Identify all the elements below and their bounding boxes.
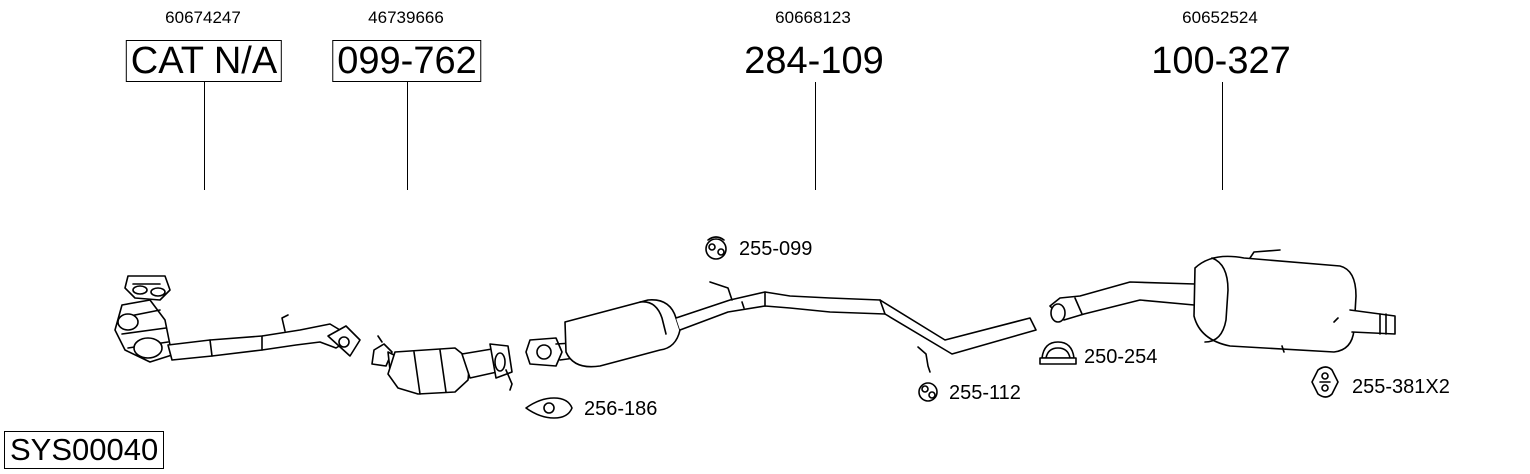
oem-number-middle-silencer: 60668123 (775, 8, 851, 27)
leader-line-catalyst-front (204, 82, 205, 190)
leader-line-middle-silencer (815, 82, 816, 190)
gasket-icon (525, 397, 573, 419)
leader-line-catalyst (407, 82, 408, 190)
rubber-hanger-icon (705, 236, 727, 260)
accessory-label-gasket[interactable]: 256-186 (584, 398, 658, 420)
part-number-rear-silencer[interactable]: 100-327 (1151, 40, 1291, 82)
clamp-icon (1039, 341, 1077, 365)
accessory-label-clamp[interactable]: 250-254 (1084, 346, 1158, 368)
accessory-label-hanger-rear[interactable]: 255-112 (949, 382, 1021, 404)
middle-silencer-drawing[interactable] (525, 281, 1037, 373)
leader-line-rear-silencer (1222, 82, 1223, 190)
rear-silencer-drawing[interactable] (1049, 249, 1396, 353)
accessory-label-mounting-rubber[interactable]: 255-381X2 (1352, 376, 1450, 398)
mounting-rubber-icon (1311, 366, 1339, 398)
oem-number-catalyst-front: 60674247 (165, 8, 241, 27)
rubber-hanger-icon (918, 382, 938, 402)
oem-number-catalyst: 46739666 (368, 8, 444, 27)
accessory-label-hanger-middle[interactable]: 255-099 (739, 238, 813, 260)
catalyst-drawing[interactable] (371, 335, 513, 395)
part-number-catalyst-front[interactable]: CAT N/A (125, 40, 283, 82)
system-code: SYS00040 (4, 431, 165, 469)
oem-number-rear-silencer: 60652524 (1182, 8, 1258, 27)
part-number-middle-silencer[interactable]: 284-109 (744, 40, 884, 82)
front-pipe-catalyst-drawing[interactable] (114, 275, 361, 363)
part-number-catalyst[interactable]: 099-762 (332, 40, 482, 82)
